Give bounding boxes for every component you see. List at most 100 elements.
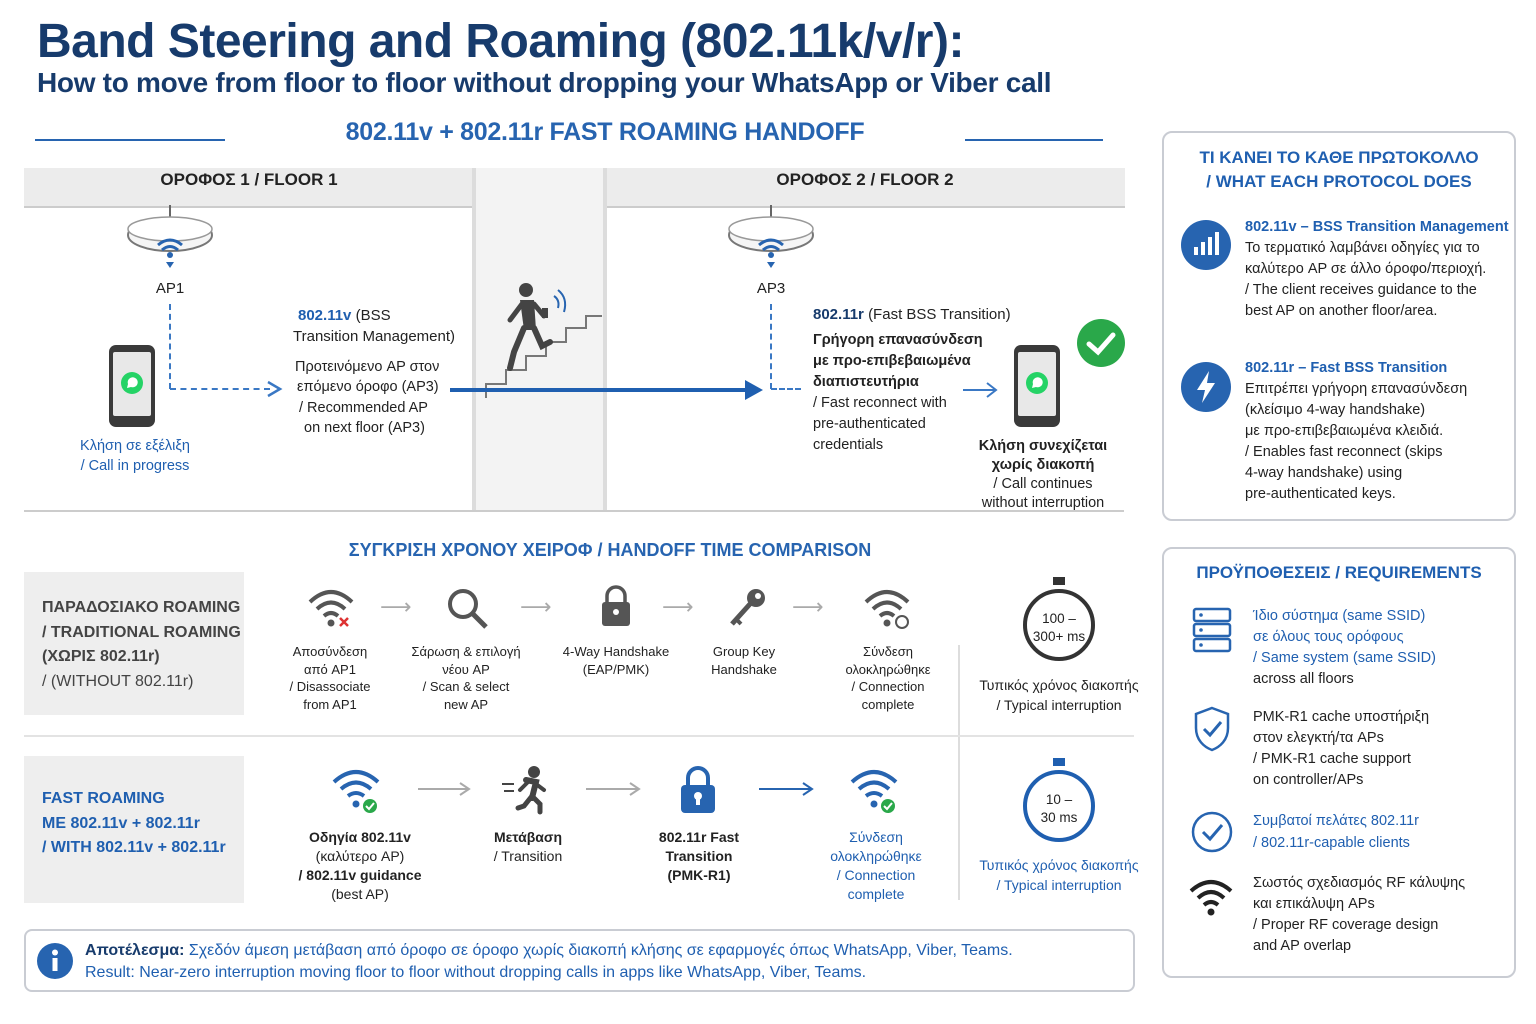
- stopwatch-icon: [1023, 577, 1095, 661]
- protocol-r-l6: pre-authenticated keys.: [1245, 486, 1396, 502]
- traditional-label-2: / TRADITIONAL ROAMING: [42, 623, 241, 641]
- dashed-connector: [771, 388, 801, 390]
- dashed-connector: [169, 304, 171, 389]
- v-title: 802.11v (BSS: [298, 306, 391, 326]
- arrow-right-icon: ⟶: [520, 594, 552, 619]
- call-continues-gr2: χωρίς διακοπή: [991, 457, 1095, 473]
- check-circle-icon: [1191, 811, 1233, 853]
- r-desc-gr1: Γρήγορη επανασύνδεση: [813, 332, 983, 348]
- req-2-l4: on controller/APs: [1253, 772, 1364, 788]
- ap3-label: AP3: [756, 280, 786, 297]
- trad-step-1: Αποσύνδεση από AP1 / Disassociate from A…: [270, 643, 390, 713]
- v-title-proto: 802.11v: [298, 307, 352, 324]
- stopwatch-icon: [1023, 758, 1095, 842]
- divider: [965, 139, 1103, 141]
- fast-label-2: ME 802.11v + 802.11r: [42, 814, 200, 832]
- traditional-label-4: / (WITHOUT 802.11r): [42, 672, 194, 690]
- wifi-disconnect-icon: [308, 590, 354, 627]
- protocol-v-title: 802.11v – BSS Transition Management: [1245, 219, 1509, 235]
- divider: [24, 735, 1134, 737]
- result-text-gr: Αποτέλεσμα: Σχεδόν άμεση μετάβαση από όρ…: [85, 940, 1013, 962]
- server-icon: [1192, 607, 1232, 653]
- divider: [35, 139, 225, 141]
- divider: [958, 645, 960, 900]
- traditional-label-3: (ΧΩΡΙΣ 802.11r): [42, 648, 160, 665]
- lightning-icon: [1181, 362, 1231, 412]
- trad-step-2-l2: νέου AP: [442, 661, 490, 677]
- lock-icon: [681, 766, 715, 813]
- fast-step-1: Οδηγία 802.11v (καλύτερο AP) / 802.11v g…: [295, 828, 425, 904]
- fast-time: 10 – 30 ms: [1019, 791, 1099, 827]
- fast-time-1: 10 –: [1045, 792, 1073, 807]
- v-title-paren: (BSS: [355, 307, 391, 324]
- requirements-card: [1162, 547, 1516, 978]
- floor1-label: ΟΡΟΦΟΣ 1 / FLOOR 1: [160, 170, 338, 189]
- arrow-right-icon: ⟶: [662, 594, 694, 619]
- key-icon: [730, 589, 765, 626]
- arrow-right-icon: ⟶: [380, 594, 412, 619]
- handoff-arrow: [450, 388, 750, 392]
- floor2-header: ΟΡΟΦΟΣ 2 / FLOOR 2: [605, 168, 1125, 208]
- fast-step-4-l1: Σύνδεση: [849, 829, 903, 845]
- result-gr: Σχεδόν άμεση μετάβαση από όροφο σε όροφο…: [188, 942, 1013, 959]
- trad-step-5-l3: / Connection: [851, 679, 925, 694]
- req-2: PMK-R1 cache υποστήριξη στον ελεγκτή/τα …: [1253, 707, 1429, 791]
- fast-time-2: 30 ms: [1040, 810, 1078, 825]
- bar-chart-icon: [1181, 220, 1231, 270]
- req-1-l2: σε όλους τους ορόφους: [1253, 629, 1404, 645]
- protocol-v-l4: best AP on another floor/area.: [1245, 303, 1438, 319]
- fast-time-label-gr: Τυπικός χρόνος διακοπής: [979, 857, 1139, 873]
- requirements-title: ΠΡΟΫΠΟΘΕΣΕΙΣ / REQUIREMENTS: [1196, 563, 1482, 582]
- trad-step-4-l2: Handshake: [711, 661, 777, 677]
- wifi-check-icon: [332, 770, 380, 813]
- fast-label-3: / WITH 802.11v + 802.11r: [42, 839, 226, 856]
- trad-step-5-l1: Σύνδεση: [863, 644, 913, 659]
- req-4-l2: και επικάλυψη APs: [1253, 896, 1375, 912]
- fast-step-2-l1: Μετάβαση: [493, 829, 563, 845]
- floor1-header: ΟΡΟΦΟΣ 1 / FLOOR 1: [24, 168, 474, 208]
- trad-step-4-l1: Group Key: [712, 644, 776, 659]
- fast-step-3-l3: (PMK-R1): [667, 867, 731, 883]
- r-desc-en2: pre-authenticated: [813, 416, 926, 432]
- protocol-v-l3: / The client receives guidance to the: [1245, 282, 1477, 298]
- protocol-r: 802.11r – Fast BSS Transition Επιτρέπει …: [1245, 358, 1467, 505]
- r-desc-gr2: με προ-επιβεβαιωμένα: [813, 353, 971, 369]
- trad-step-5: Σύνδεση ολοκληρώθηκε / Connection comple…: [828, 643, 948, 713]
- protocol-v: 802.11v – BSS Transition Management Το τ…: [1245, 217, 1509, 322]
- trad-step-2-l3: / Scan & select: [422, 679, 510, 694]
- wall: [603, 168, 607, 511]
- traditional-label-box: [24, 572, 244, 715]
- v-desc-gr1: Προτεινόμενο AP στον: [295, 359, 440, 375]
- trad-step-2: Σάρωση & επιλογή νέου AP / Scan & select…: [401, 643, 531, 713]
- trad-step-2-l4: new AP: [443, 696, 489, 712]
- req-4-l4: and AP overlap: [1253, 938, 1352, 954]
- result-text-en: Result: Near-zero interruption moving fl…: [85, 964, 867, 981]
- r-desc-gr3: διαπιστευτήρια: [813, 374, 919, 390]
- protocol-r-l1: Επιτρέπει γρήγορη επανασύνδεση: [1245, 381, 1468, 397]
- wifi-sync-icon: [864, 590, 910, 629]
- req-1: Ίδιο σύστημα (same SSID) σε όλους τους ο…: [1253, 606, 1436, 690]
- fast-label-box: [24, 756, 244, 903]
- trad-step-3-l2: (EAP/PMK): [582, 661, 650, 677]
- page-subtitle: How to move from floor to floor without …: [37, 67, 1052, 98]
- trad-time-label-gr: Τυπικός χρόνος διακοπής: [979, 677, 1139, 693]
- call-continues-en2: without interruption: [981, 495, 1105, 511]
- arrow-right-icon: ⟶: [792, 594, 824, 619]
- trad-step-1-l3: / Disassociate: [289, 679, 371, 694]
- walking-person-stairs-icon: [485, 283, 602, 398]
- v-desc-gr2: επόμενο όροφο (AP3): [297, 379, 439, 395]
- fast-step-4-l3: / Connection: [836, 867, 916, 883]
- v-desc-en2: on next floor (AP3): [304, 420, 425, 436]
- trad-time-2: 300+ ms: [1032, 629, 1086, 644]
- phone-whatsapp-icon: [109, 345, 155, 427]
- comparison-title: ΣΥΓΚΡΙΣΗ ΧΡΟΝΟΥ ΧΕΙΡΟΦ / HANDOFF TIME CO…: [348, 540, 872, 560]
- protocol-r-l4: / Enables fast reconnect (skips: [1245, 444, 1443, 460]
- fast-step-1-l3: / 802.11v guidance: [298, 867, 422, 883]
- protocols-title-2: / WHAT EACH PROTOCOL DOES: [1206, 172, 1472, 191]
- fast-step-4: Σύνδεση ολοκληρώθηκε / Connection comple…: [816, 828, 936, 904]
- protocol-r-l5: 4-way handshake) using: [1245, 465, 1403, 481]
- protocol-v-l1: Το τερματικό λαμβάνει οδηγίες για το: [1245, 240, 1480, 256]
- fast-time-label: Τυπικός χρόνος διακοπής / Typical interr…: [975, 855, 1143, 895]
- req-1-l3: / Same system (same SSID): [1253, 650, 1436, 666]
- v-title-line2: Transition Management): [293, 328, 456, 345]
